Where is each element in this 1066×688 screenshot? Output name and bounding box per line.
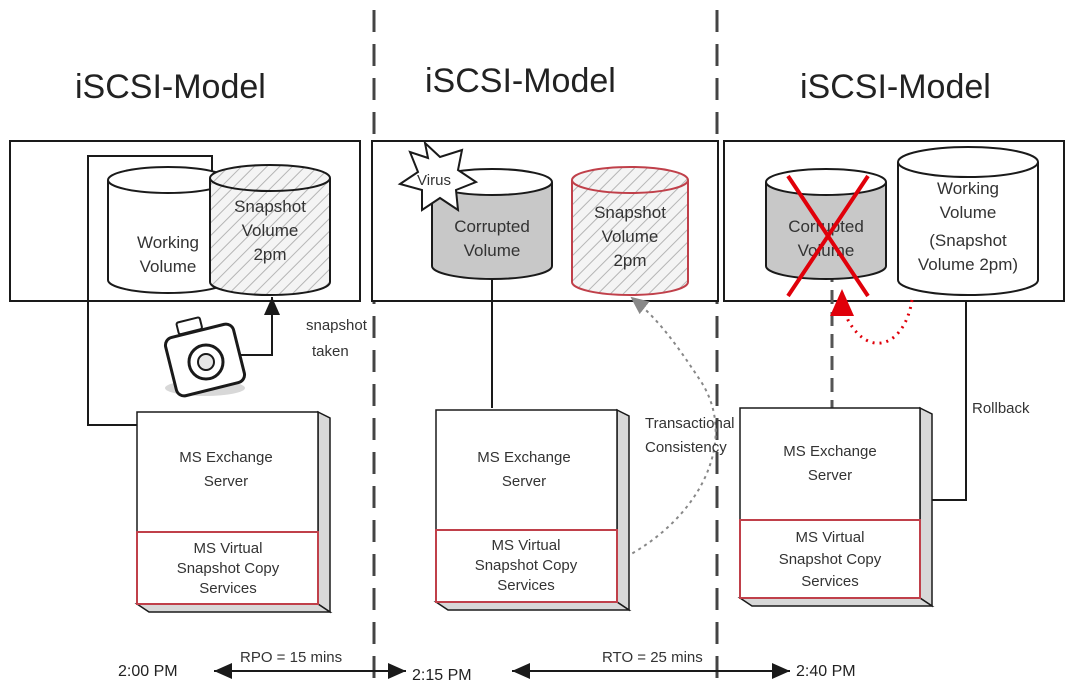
- virus-label: Virus: [417, 172, 451, 189]
- snapshot-volume-cylinder: Snapshot Volume 2pm: [209, 164, 331, 296]
- vss-block-3: [739, 519, 921, 599]
- delete-x-icon: [786, 174, 870, 298]
- snapshot-volume-label-2: Volume: [242, 221, 299, 240]
- snapshot-taken-label-1: snapshot: [306, 317, 368, 334]
- vss-label-1b: Snapshot Copy: [177, 560, 280, 577]
- camera-icon: [163, 316, 247, 398]
- exchange-server-2: MS Exchange Server MS Virtual Snapshot C…: [433, 408, 632, 612]
- rto-label: RTO = 25 mins: [602, 649, 703, 666]
- corrupted-label-3a: Corrupted: [788, 217, 864, 236]
- camera-to-snapshot-arrow: [240, 297, 280, 356]
- time-label-mid: 2:15 PM: [412, 667, 472, 684]
- snapshot-volume-cylinder-2: Snapshot Volume 2pm: [571, 166, 689, 296]
- vss-label-2b: Snapshot Copy: [475, 557, 578, 574]
- exchange-server-3: MS Exchange Server MS Virtual Snapshot C…: [737, 406, 935, 608]
- rollback-curve-arrow: [830, 289, 914, 345]
- server-label-2b: Server: [502, 473, 546, 490]
- corrupted-label-3b: Volume: [798, 241, 855, 260]
- corrupted-label-2a: Corrupted: [454, 217, 530, 236]
- working-label-3c: (Snapshot: [929, 231, 1007, 250]
- snapshot-label-2a: Snapshot: [594, 203, 666, 222]
- working-volume-label-2: Volume: [140, 257, 197, 276]
- snapshot-taken-label-2: taken: [312, 343, 349, 360]
- vss-label-3b: Snapshot Copy: [779, 551, 882, 568]
- rpo-label: RPO = 15 mins: [240, 649, 342, 666]
- server-label-3b: Server: [808, 467, 852, 484]
- vss-label-2c: Services: [497, 577, 555, 594]
- vss-label-3c: Services: [801, 573, 859, 590]
- server-to-working-line: [87, 155, 213, 426]
- working-label-3d: Volume 2pm): [918, 255, 1018, 274]
- working-volume-cylinder-3: Working Volume (Snapshot Volume 2pm): [897, 146, 1039, 296]
- working-label-3b: Volume: [940, 203, 997, 222]
- panel-3: Rollback Corrupted Volume Working Volume…: [737, 146, 1039, 608]
- panel-1: Working Volume Snapshot Volume 2pm snaps…: [87, 155, 368, 614]
- snapshot-volume-label-3: 2pm: [253, 245, 286, 264]
- vss-block-2: [435, 529, 618, 603]
- timeline: 2:00 PM 2:15 PM 2:40 PM RPO = 15 mins RT…: [118, 649, 856, 684]
- panel-2: Corrupted Volume Virus Snapshot Volume 2…: [397, 140, 735, 612]
- corrupted-volume-cylinder-3: Corrupted Volume: [765, 168, 887, 280]
- server-label-1b: Server: [204, 473, 248, 490]
- vss-label-2a: MS Virtual: [492, 537, 561, 554]
- panel-3-title: iSCSI-Model: [800, 68, 991, 106]
- vss-label-1c: Services: [199, 580, 257, 597]
- panel-2-title: iSCSI-Model: [425, 62, 616, 100]
- server-label-1a: MS Exchange: [179, 449, 272, 466]
- rollback-label: Rollback: [972, 400, 1030, 417]
- snapshot-volume-label-1: Snapshot: [234, 197, 306, 216]
- consistency-label-1: Transactional: [645, 415, 735, 432]
- working-volume-cylinder: Working Volume: [107, 166, 229, 294]
- snapshot-label-2b: Volume: [602, 227, 659, 246]
- vss-block-1: [136, 531, 319, 605]
- consistency-curve: [619, 296, 717, 561]
- vss-label-3a: MS Virtual: [796, 529, 865, 546]
- working-volume-label-1: Working: [137, 233, 199, 252]
- server-label-2a: MS Exchange: [477, 449, 570, 466]
- rollback-line: [920, 300, 967, 501]
- corrupted-label-2b: Volume: [464, 241, 521, 260]
- virus-icon: Virus: [397, 140, 479, 213]
- panel-1-title: iSCSI-Model: [75, 68, 266, 106]
- exchange-server-1: MS Exchange Server MS Virtual Snapshot C…: [134, 410, 333, 614]
- consistency-label-2: Consistency: [645, 439, 727, 456]
- working-label-3a: Working: [937, 179, 999, 198]
- server-label-3a: MS Exchange: [783, 443, 876, 460]
- vss-label-1a: MS Virtual: [194, 540, 263, 557]
- time-label-end: 2:40 PM: [796, 663, 856, 680]
- time-label-start: 2:00 PM: [118, 663, 178, 680]
- snapshot-label-2c: 2pm: [613, 251, 646, 270]
